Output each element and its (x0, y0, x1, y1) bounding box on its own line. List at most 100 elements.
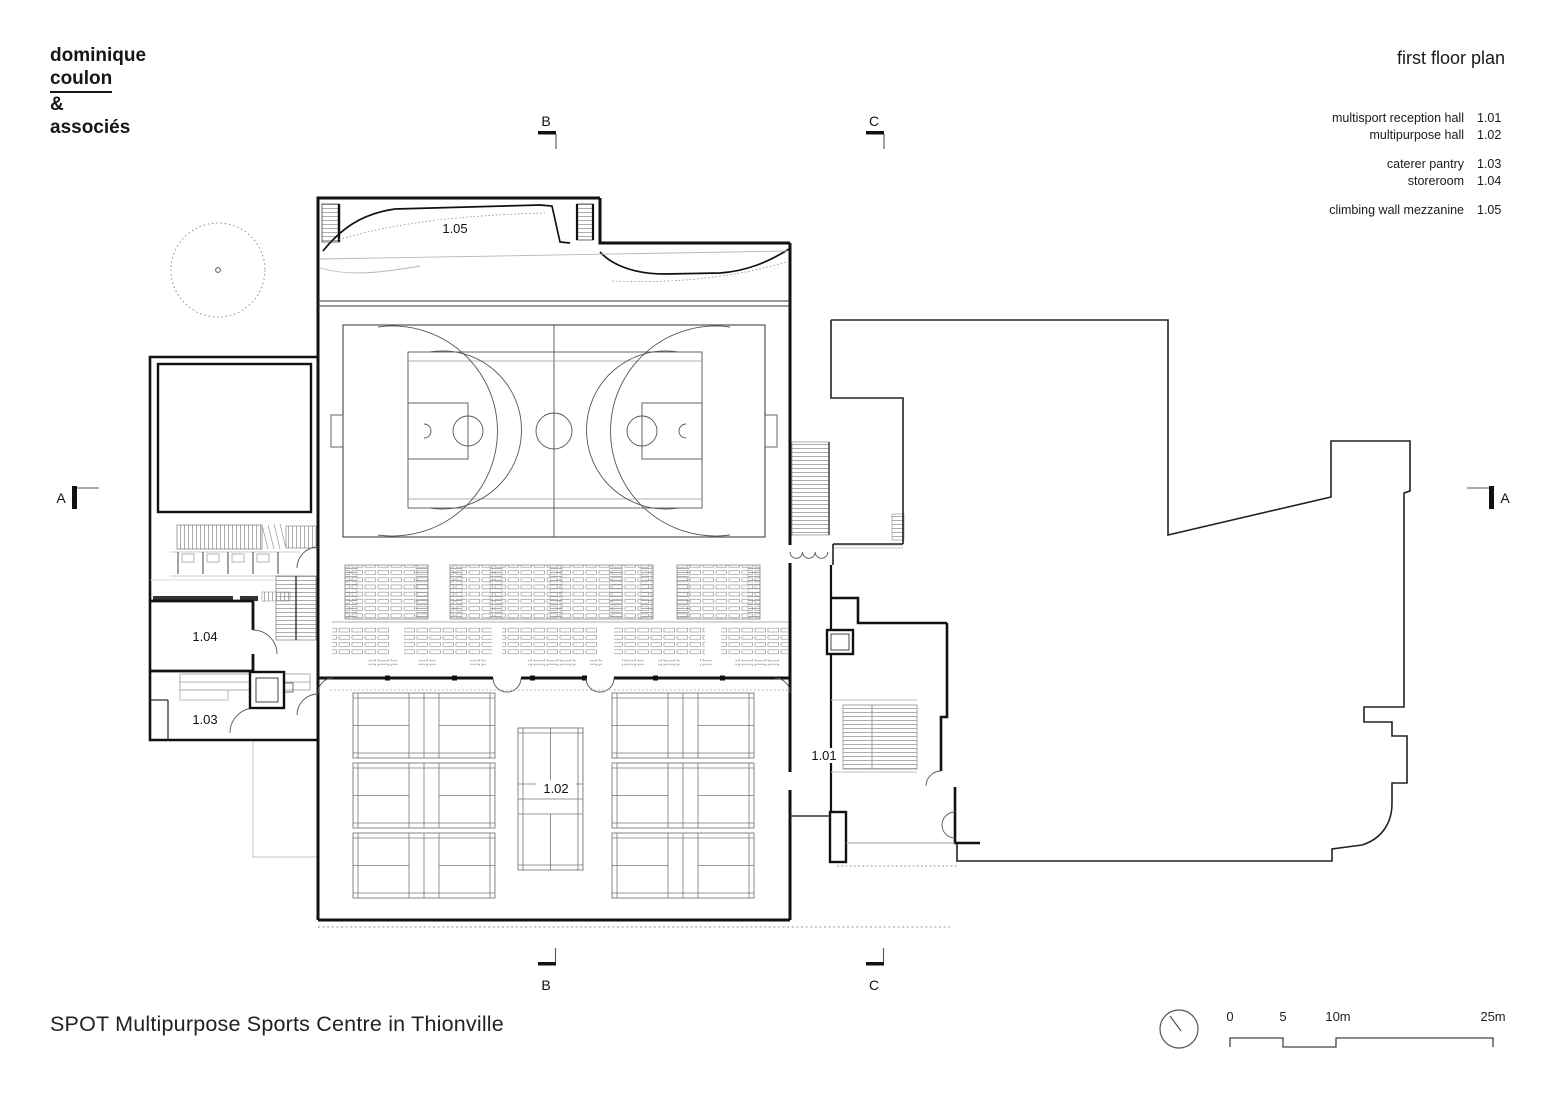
climbing-wall-profile-right (599, 248, 790, 275)
firm-logo: dominique coulon & associés (50, 44, 146, 139)
room-label-102: 1.02 (543, 781, 568, 796)
scale-tick-5: 5 (1279, 1009, 1286, 1024)
logo-line-3: & (50, 94, 64, 115)
legend-room-name: caterer pantry (1386, 157, 1464, 171)
mezzanine-slab-edge (318, 300, 790, 307)
bleacher-partial-row (368, 659, 780, 666)
plan-title: first floor plan (1396, 48, 1505, 68)
legend-row: caterer pantry 1.03 (1235, 157, 1505, 171)
scale-tick-25m: 25m (1480, 1009, 1505, 1024)
door-swing (296, 546, 319, 716)
legend-room-code: 1.03 (1477, 157, 1502, 171)
scale-tick-10m: 10m (1325, 1009, 1350, 1024)
lower-level-outline (252, 742, 318, 858)
climbing-wall-mezzanine: 1.05 (318, 203, 790, 307)
bleachers (332, 564, 788, 666)
legend-room-name: multipurpose hall (1369, 128, 1465, 142)
section-letter: C (869, 977, 879, 993)
section-marker-b-bottom: B (538, 948, 557, 993)
section-marker-c-bottom: C (866, 948, 885, 993)
room-caterer-pantry (150, 673, 311, 740)
reception-wall (831, 596, 949, 771)
double-door-swing (585, 677, 615, 693)
legend-room-name: climbing wall mezzanine (1329, 203, 1464, 217)
goal-right (764, 414, 778, 448)
section-letter: B (541, 113, 550, 129)
legend-room-code: 1.01 (1477, 111, 1502, 125)
section-marker-c-top: C (866, 113, 885, 149)
basketball-court (330, 324, 778, 538)
badminton-court (611, 762, 755, 829)
key-right (641, 402, 703, 460)
reception-stair (842, 704, 918, 770)
tree-symbol (170, 222, 266, 318)
room-legend: multisport reception hall 1.01 multipurp… (1235, 108, 1505, 217)
section-letter: A (1500, 490, 1510, 506)
legend-room-code: 1.02 (1477, 128, 1502, 142)
section-letter: C (869, 113, 879, 129)
small-stair (891, 513, 905, 541)
section-marker-b-top: B (538, 113, 557, 149)
legend-room-name: storeroom (1407, 174, 1464, 188)
folding-door (789, 551, 829, 559)
section-marker-a-right: A (1467, 486, 1510, 509)
zone-arc-right-outer (610, 325, 731, 537)
north-arrow (1159, 1009, 1199, 1049)
badminton-court (352, 692, 496, 759)
mezzanine-ladder-mid (576, 203, 594, 241)
room-label-103: 1.03 (192, 712, 217, 727)
logo-line-1: dominique (50, 45, 147, 66)
door-swing (925, 770, 942, 787)
legend-row: climbing wall mezzanine 1.05 (1235, 203, 1505, 217)
room-label-105: 1.05 (442, 221, 467, 236)
section-marker-a-left: A (56, 486, 99, 509)
legend-row: storeroom 1.04 (1235, 174, 1505, 188)
side-steps (285, 525, 317, 549)
wing-stair (176, 524, 263, 550)
badminton-court-center (517, 727, 584, 871)
scale-bar: 0 5 10m 25m (1226, 1009, 1506, 1048)
badminton-court (611, 692, 755, 759)
section-letter: B (541, 977, 550, 993)
wc-fixtures (181, 553, 270, 563)
exterior-stair (791, 441, 830, 536)
legend-room-name: multisport reception hall (1331, 111, 1464, 125)
climbing-wall-profile-left (322, 204, 571, 252)
multipurpose-hall-courts: 1.02 (352, 692, 755, 899)
legend-row: multisport reception hall 1.01 (1235, 111, 1505, 125)
double-door-swing (941, 811, 956, 839)
legend-room-code: 1.04 (1477, 174, 1502, 188)
room-storeroom (150, 599, 278, 673)
zone-arc-left-outer (377, 325, 498, 537)
legend-room-code: 1.05 (1477, 203, 1502, 217)
door-swing (229, 707, 256, 734)
west-wing (148, 355, 318, 858)
logo-line-2: coulon (50, 67, 113, 93)
reception-hall: 1.01 (790, 441, 980, 867)
badminton-court (352, 762, 496, 829)
zone-arc-left-inner (429, 350, 522, 510)
project-title: SPOT Multipurpose Sports Centre in Thion… (50, 1012, 504, 1036)
logo-line-4: associés (50, 117, 131, 138)
badminton-court (352, 832, 496, 899)
partition-wall (317, 675, 791, 694)
zone-arc-right-inner (586, 350, 679, 510)
site-outline (830, 319, 1411, 862)
elevator-west (248, 670, 286, 710)
corridor-wall (153, 596, 233, 601)
stair-winders (261, 523, 287, 550)
section-letter: A (56, 490, 66, 506)
room-label-101: 1.01 (811, 748, 836, 763)
scale-tick-0: 0 (1226, 1009, 1233, 1024)
key-left (407, 402, 469, 460)
double-door-swing (492, 677, 522, 693)
empty-room (156, 362, 313, 514)
room-label-104: 1.04 (192, 629, 217, 644)
badminton-court (611, 832, 755, 899)
goal-left (330, 414, 344, 448)
sports-hall: 1.05 (296, 196, 950, 928)
door-swing (252, 629, 278, 655)
west-wing-outer-wall (148, 355, 318, 742)
